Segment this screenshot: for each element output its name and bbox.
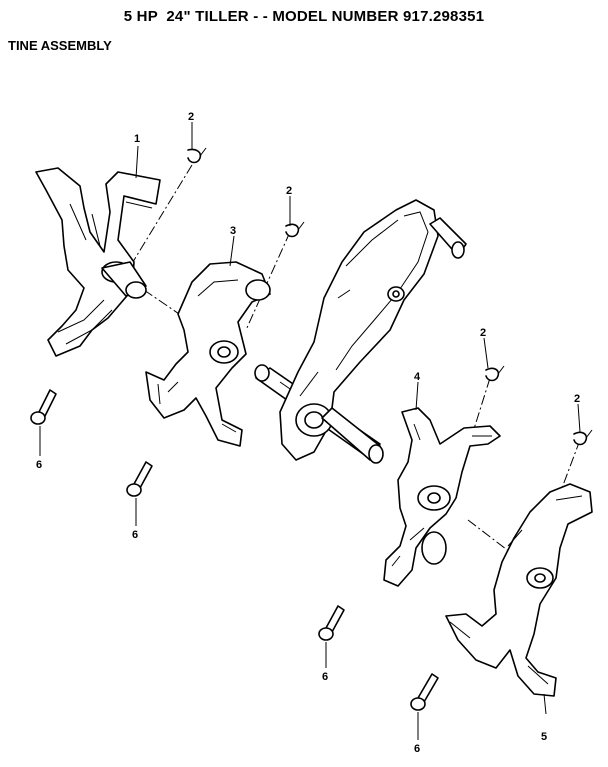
hairpin-clip-top-left bbox=[187, 147, 207, 164]
callout-6-left-center: 6 bbox=[132, 529, 138, 541]
tine-inner-left bbox=[145, 261, 271, 447]
hairpin-clip-far-right bbox=[573, 429, 593, 446]
section-title: TINE ASSEMBLY bbox=[8, 38, 112, 53]
carriage-bolt-left bbox=[30, 389, 57, 425]
callout-2-far-right: 2 bbox=[574, 393, 580, 405]
hairpin-clip-right-mid bbox=[485, 365, 505, 382]
callout-6-left: 6 bbox=[36, 459, 42, 471]
callout-5: 5 bbox=[541, 731, 547, 743]
callout-4: 4 bbox=[414, 371, 421, 383]
callout-leaders bbox=[39, 122, 581, 740]
carriage-bolt-bottom-right bbox=[410, 673, 439, 711]
callout-6-bottom-right: 6 bbox=[414, 743, 420, 755]
page-title: 5 HP 24" TILLER - - MODEL NUMBER 917.298… bbox=[123, 8, 485, 25]
callout-6-right-center: 6 bbox=[322, 671, 328, 683]
gear-housing bbox=[279, 199, 467, 464]
tine-outer-right bbox=[445, 483, 593, 697]
callout-3: 3 bbox=[230, 225, 236, 237]
callout-2-top-left: 2 bbox=[188, 111, 194, 123]
carriage-bolt-right-center bbox=[318, 605, 345, 641]
callout-2-upper-mid: 2 bbox=[286, 185, 292, 197]
callout-1: 1 bbox=[134, 133, 140, 145]
carriage-bolt-left-center bbox=[126, 461, 153, 497]
tine-outer-left bbox=[35, 167, 161, 357]
callout-2-right-mid: 2 bbox=[480, 327, 486, 339]
hairpin-clip-upper-mid bbox=[285, 221, 305, 238]
tine-inner-right bbox=[383, 407, 501, 587]
